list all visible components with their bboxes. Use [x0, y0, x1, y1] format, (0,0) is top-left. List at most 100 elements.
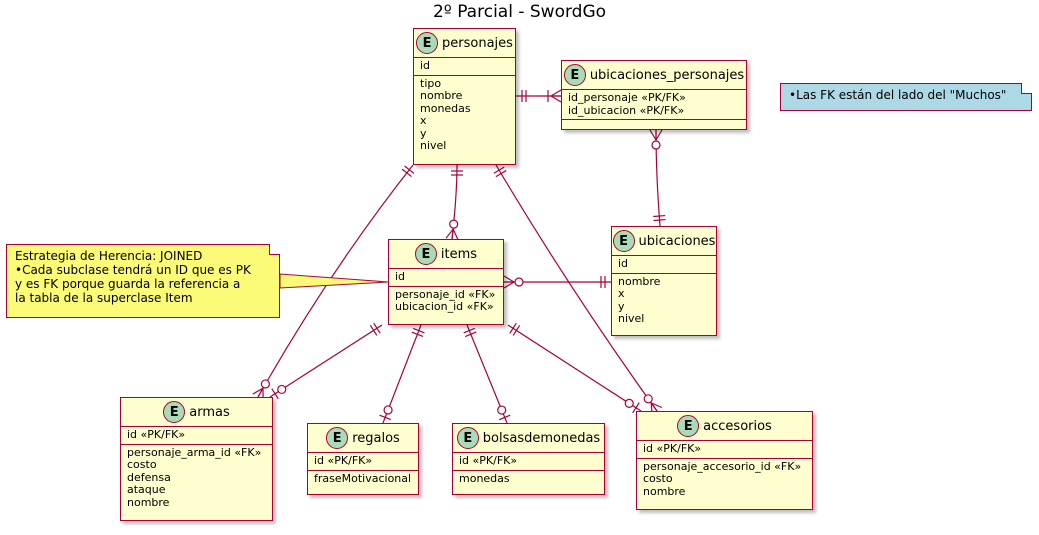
cardinality-circle: [651, 140, 661, 150]
entity-attribute: monedas: [420, 101, 471, 115]
cardinality-circle: [260, 379, 270, 389]
crows-foot-line: [649, 129, 657, 141]
entity-key: id: [395, 270, 406, 283]
entity-name: armas: [189, 404, 230, 420]
entity-key: id: [420, 59, 431, 72]
inheritance-note-line: y es FK porque guarda la referencia a: [15, 277, 241, 291]
entity-key: id_ubicacion «PK/FK»: [568, 103, 685, 117]
cardinality-circle: [624, 398, 634, 408]
entity-icon: E: [163, 401, 186, 423]
crows-foot-line: [655, 129, 663, 141]
entity-attribute: y: [618, 299, 625, 313]
entity-key-section: id «PK/FK»: [121, 427, 272, 444]
entity-key-section: id «PK/FK»: [308, 453, 418, 470]
entity-name: accesorios: [703, 418, 772, 434]
relation-line-personajes-armas: [257, 164, 414, 398]
entity-icon: E: [612, 230, 635, 252]
entity-key: id_personaje «PK/FK»: [568, 91, 686, 104]
entity-attribute: ataque: [127, 483, 166, 496]
cardinality-bar: [413, 327, 425, 334]
cardinality-bar: [404, 165, 415, 174]
cardinality-bar: [498, 414, 511, 421]
cardinality-bar: [512, 325, 521, 336]
cardinality-bar: [373, 322, 381, 334]
fk-note: •Las FK están del lado del "Muchos": [780, 83, 1032, 111]
entity-name: items: [440, 246, 478, 262]
crows-foot-line: [650, 402, 663, 409]
entity-attribute-section: personaje_id «FK»ubicacion_id «FK»: [389, 285, 503, 316]
entity-attribute: nombre: [127, 495, 170, 509]
entity-attribute: ubicacion_id «FK»: [395, 300, 494, 313]
entity-key-section: id «PK/FK»: [453, 453, 604, 470]
entity-attribute: costo: [127, 458, 157, 471]
crows-foot-line: [550, 95, 562, 103]
cardinality-bar: [653, 218, 666, 222]
entity-name: regalos: [352, 430, 400, 446]
fk-note-line: •Las FK están del lado del "Muchos": [789, 88, 1007, 102]
cardinality-circle: [514, 277, 524, 287]
relation-line-items-armas: [269, 324, 383, 398]
entity-attribute: personaje_arma_id «FK»: [127, 445, 262, 459]
entity-attribute: costo: [643, 472, 673, 485]
entity-attribute-section: monedas: [453, 469, 604, 488]
entity-icon: E: [563, 64, 586, 86]
entity-attribute: nivel: [420, 139, 447, 152]
entity-icon: E: [326, 427, 349, 449]
relation-line-personajes-accesorios: [495, 164, 658, 412]
entity-key-section: id: [612, 256, 716, 273]
entity-key: id: [618, 257, 629, 270]
crows-foot-line: [452, 228, 459, 240]
cardinality-bar: [379, 414, 391, 421]
entity-key: id «PK/FK»: [127, 428, 186, 441]
crows-foot-line: [650, 402, 658, 412]
entity-name: personajes: [442, 35, 513, 51]
entity-attribute: tipo: [420, 76, 442, 90]
cardinality-circle: [449, 219, 459, 229]
relation-line-items-accesorios: [507, 324, 642, 412]
entity-attribute: fraseMotivacional: [314, 471, 412, 485]
entity-attribute: personaje_id «FK»: [395, 287, 496, 301]
entity-icon: E: [416, 32, 439, 54]
entity-key-section: id: [414, 58, 515, 75]
entity-attribute: defensa: [127, 470, 171, 484]
inheritance-note-line: •Cada subclase tendrá un ID que es PK: [15, 263, 251, 277]
entity-key: id «PK/FK»: [314, 454, 373, 467]
crows-foot-line: [503, 275, 515, 283]
entity-attribute: monedas: [459, 471, 510, 485]
cardinality-bar: [411, 331, 424, 338]
entity-icon: E: [677, 415, 700, 437]
cardinality-circle: [383, 405, 393, 415]
cardinality-bar: [463, 327, 476, 334]
inheritance-note: Estrategia de Herencia: JOINED •Cada sub…: [6, 244, 280, 318]
entity-key-section: id: [389, 269, 503, 286]
entity-key-section: id «PK/FK»: [637, 441, 812, 458]
crows-foot-line: [503, 281, 515, 289]
entity-name: bolsasdemonedas: [482, 430, 601, 446]
cardinality-bar: [271, 388, 279, 400]
crows-foot-line: [550, 89, 562, 97]
crows-foot-line: [445, 228, 454, 239]
entity-key: id «PK/FK»: [643, 442, 702, 455]
entity-empty-section: [562, 119, 746, 134]
entity-attribute: nombre: [643, 484, 686, 498]
entity-attribute: x: [420, 114, 427, 127]
entity-attribute-section: fraseMotivacional: [308, 469, 418, 488]
entity-icon: E: [414, 243, 437, 265]
